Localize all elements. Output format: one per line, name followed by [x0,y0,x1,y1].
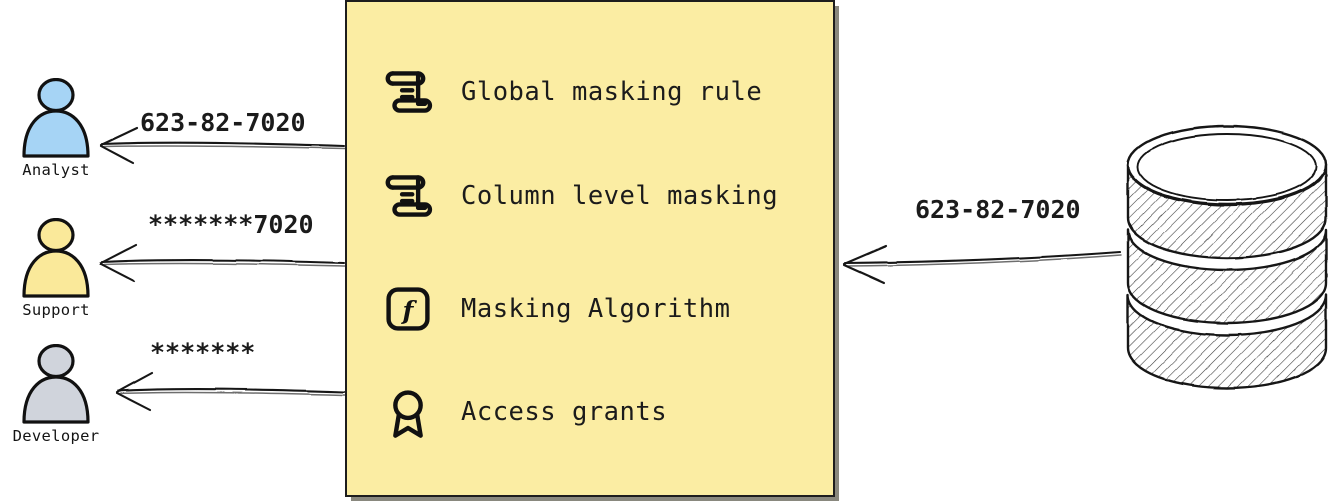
policy-item-access-grants[interactable]: Access grants [381,380,667,444]
policy-item-label: Masking Algorithm [461,294,731,324]
policy-item-masking-algorithm[interactable]: f Masking Algorithm [381,277,731,341]
flow-arrow-database [842,244,1122,285]
flow-arrow-developer [115,371,346,412]
policy-item-column-level-masking[interactable]: Column level masking [381,164,778,228]
actor-developer[interactable]: Developer [4,344,108,445]
policy-item-label: Global masking rule [461,77,763,107]
masking-policy-panel: Global masking rule Column level masking… [345,0,835,497]
policy-item-global-masking-rule[interactable]: Global masking rule [381,60,762,124]
flow-label-analyst: 623-82-7020 [140,108,306,137]
svg-text:f: f [401,295,418,325]
actor-label: Analyst [22,161,90,179]
person-icon [22,218,90,298]
flow-arrow-analyst [99,126,346,165]
actor-label: Developer [12,427,100,445]
actor-support[interactable]: Support [4,218,108,319]
person-icon [22,78,90,158]
function-icon: f [386,287,430,331]
flow-label-developer: ******* [150,338,256,367]
scroll-icon [385,175,433,217]
flow-arrow-support [99,243,346,283]
person-icon [22,344,90,424]
scroll-icon [385,71,433,113]
policy-item-label: Column level masking [461,181,779,211]
flow-label-database: 623-82-7020 [915,195,1081,224]
flow-label-support: *******7020 [148,210,314,239]
database-cylinder[interactable] [1118,120,1336,395]
database-icon [1126,124,1328,390]
award-icon [393,390,423,438]
actor-analyst[interactable]: Analyst [4,78,108,179]
policy-item-label: Access grants [461,397,668,427]
actor-label: Support [22,301,90,319]
